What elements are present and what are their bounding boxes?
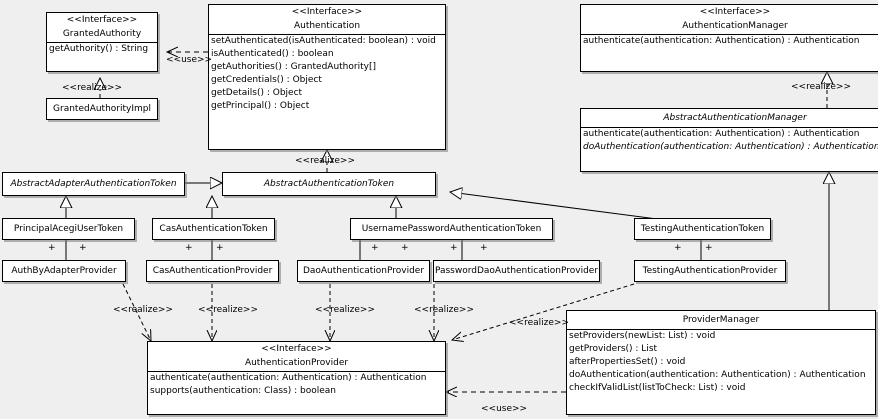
operation: getAuthority() : String (49, 44, 149, 54)
class-name: TestingAuthenticationProvider (642, 265, 778, 276)
class-name: PasswordDaoAuthenticationProvider (434, 265, 599, 276)
edge-label-realize-abstract-manager: <<realize>> (791, 82, 851, 92)
operation: authenticate(authentication: Authenticat… (583, 36, 860, 46)
class-cas-authentication-provider[interactable]: CasAuthenticationProvider (146, 260, 279, 282)
operation: getAuthorities() : GrantedAuthority[] (211, 62, 376, 72)
association-plus-marker: + (480, 243, 488, 253)
class-name: TestingAuthenticationToken (640, 223, 765, 234)
operation: setAuthenticated(isAuthenticated: boolea… (211, 36, 436, 46)
class-name: Authentication (293, 21, 361, 31)
operation: getProviders() : List (569, 344, 658, 354)
class-granted-authority[interactable]: <<Interface>> GrantedAuthority getAuthor… (46, 12, 158, 72)
association-plus-marker: + (705, 243, 713, 253)
edge-label-realize-abstract-token-authentication: <<realize>> (295, 156, 355, 166)
operations-compartment: authenticate(authentication: Authenticat… (581, 128, 878, 154)
edge-label-realize-password-dao: <<realize>> (414, 305, 474, 315)
edge-label-use-provider-manager: <<use>> (481, 404, 528, 414)
edge-label-realize-granted-authority-impl: <<realize>> (62, 83, 122, 93)
class-abstract-authentication-token[interactable]: AbstractAuthenticationToken (222, 172, 436, 196)
association-plus-marker: + (401, 243, 409, 253)
class-cas-authentication-token[interactable]: CasAuthenticationToken (152, 218, 275, 240)
divider (209, 34, 445, 35)
class-principal-acegi-user-token[interactable]: PrincipalAcegiUserToken (2, 218, 135, 240)
class-header: <<Interface>> GrantedAuthority (47, 13, 157, 42)
association-plus-marker: + (450, 243, 458, 253)
class-name: CasAuthenticationProvider (152, 265, 273, 276)
edge-label-realize-testing: <<realize>> (509, 318, 569, 328)
class-dao-authentication-provider[interactable]: DaoAuthenticationProvider (297, 260, 430, 282)
operation: afterPropertiesSet() : void (569, 357, 686, 367)
class-testing-authentication-token[interactable]: TestingAuthenticationToken (634, 218, 771, 240)
class-password-dao-authentication-provider[interactable]: PasswordDaoAuthenticationProvider (433, 260, 600, 282)
class-name: AuthenticationProvider (244, 358, 349, 368)
edge-label-realize-dao: <<realize>> (315, 305, 375, 315)
class-abstract-adapter-authentication-token[interactable]: AbstractAdapterAuthenticationToken (2, 172, 185, 196)
class-auth-by-adapter-provider[interactable]: AuthByAdapterProvider (2, 260, 126, 282)
operation: getPrincipal() : Object (211, 101, 310, 111)
operation: getCredentials() : Object (211, 75, 322, 85)
class-name: GrantedAuthority (62, 29, 142, 39)
class-name: AuthByAdapterProvider (11, 265, 117, 276)
edge-label-realize-cas: <<realize>> (198, 305, 258, 315)
association-plus-marker: + (674, 243, 682, 253)
operation: isAuthenticated() : boolean (211, 49, 334, 59)
operation: setProviders(newList: List) : void (569, 331, 716, 341)
class-name: AbstractAuthenticationToken (263, 178, 395, 189)
edge-label-use-authentication-granted-authority: <<use>> (166, 55, 213, 65)
class-name: AbstractAdapterAuthenticationToken (10, 178, 177, 189)
class-name: PrincipalAcegiUserToken (13, 223, 124, 234)
association-plus-marker: + (371, 243, 379, 253)
divider (581, 127, 878, 128)
operation: doAuthentication(authentication: Authent… (583, 142, 878, 152)
divider (148, 371, 445, 372)
class-username-password-authentication-token[interactable]: UsernamePasswordAuthenticationToken (350, 218, 553, 240)
operations-compartment: getAuthority() : String (47, 43, 157, 56)
stereotype-label: <<Interface>> (261, 344, 332, 354)
operation: checkIfValidList(listToCheck: List) : vo… (569, 383, 746, 393)
class-header: AbstractAuthenticationManager (581, 109, 878, 127)
operation: getDetails() : Object (211, 88, 303, 98)
class-authentication[interactable]: <<Interface>> Authentication setAuthenti… (208, 4, 446, 150)
class-provider-manager[interactable]: ProviderManager setProviders(newList: Li… (566, 310, 876, 415)
class-abstract-authentication-manager[interactable]: AbstractAuthenticationManager authentica… (580, 108, 878, 172)
class-testing-authentication-provider[interactable]: TestingAuthenticationProvider (634, 260, 786, 282)
class-name: AbstractAuthenticationManager (663, 113, 807, 123)
operations-compartment: authenticate(authentication: Authenticat… (581, 35, 878, 48)
class-name: CasAuthenticationToken (159, 223, 268, 234)
class-name: GrantedAuthorityImpl (53, 103, 151, 114)
class-name: ProviderManager (682, 315, 760, 325)
class-authentication-manager[interactable]: <<Interface>> AuthenticationManager auth… (580, 4, 878, 72)
association-plus-marker: + (216, 243, 224, 253)
class-name: AuthenticationManager (682, 21, 788, 31)
class-header: <<Interface>> AuthenticationManager (581, 5, 878, 34)
stereotype-label: <<Interface>> (66, 15, 138, 25)
divider (581, 34, 878, 35)
class-header: ProviderManager (567, 311, 875, 329)
operations-compartment: setAuthenticated(isAuthenticated: boolea… (209, 35, 445, 113)
stereotype-label: <<Interface>> (699, 7, 771, 17)
operation: supports(authentication: Class) : boolea… (150, 386, 336, 396)
operation: doAuthentication(authentication: Authent… (569, 370, 866, 380)
class-granted-authority-impl[interactable]: GrantedAuthorityImpl (46, 98, 158, 120)
divider (567, 329, 875, 330)
divider (47, 42, 157, 43)
class-name: DaoAuthenticationProvider (302, 265, 425, 276)
class-authentication-provider[interactable]: <<Interface>> AuthenticationProvider aut… (147, 341, 446, 415)
edge-label-realize-auth-by-adapter: <<realize>> (113, 305, 173, 315)
class-header: <<Interface>> AuthenticationProvider (148, 342, 445, 371)
operations-compartment: authenticate(authentication: Authenticat… (148, 372, 445, 398)
class-header: <<Interface>> Authentication (209, 5, 445, 34)
association-plus-marker: + (48, 243, 56, 253)
operations-compartment: setProviders(newList: List) : void getPr… (567, 330, 875, 395)
stereotype-label: <<Interface>> (291, 7, 363, 17)
class-name: UsernamePasswordAuthenticationToken (361, 223, 542, 234)
operation: authenticate(authentication: Authenticat… (150, 373, 427, 383)
association-plus-marker: + (79, 243, 87, 253)
operation: authenticate(authentication: Authenticat… (583, 129, 860, 139)
association-plus-marker: + (185, 243, 193, 253)
